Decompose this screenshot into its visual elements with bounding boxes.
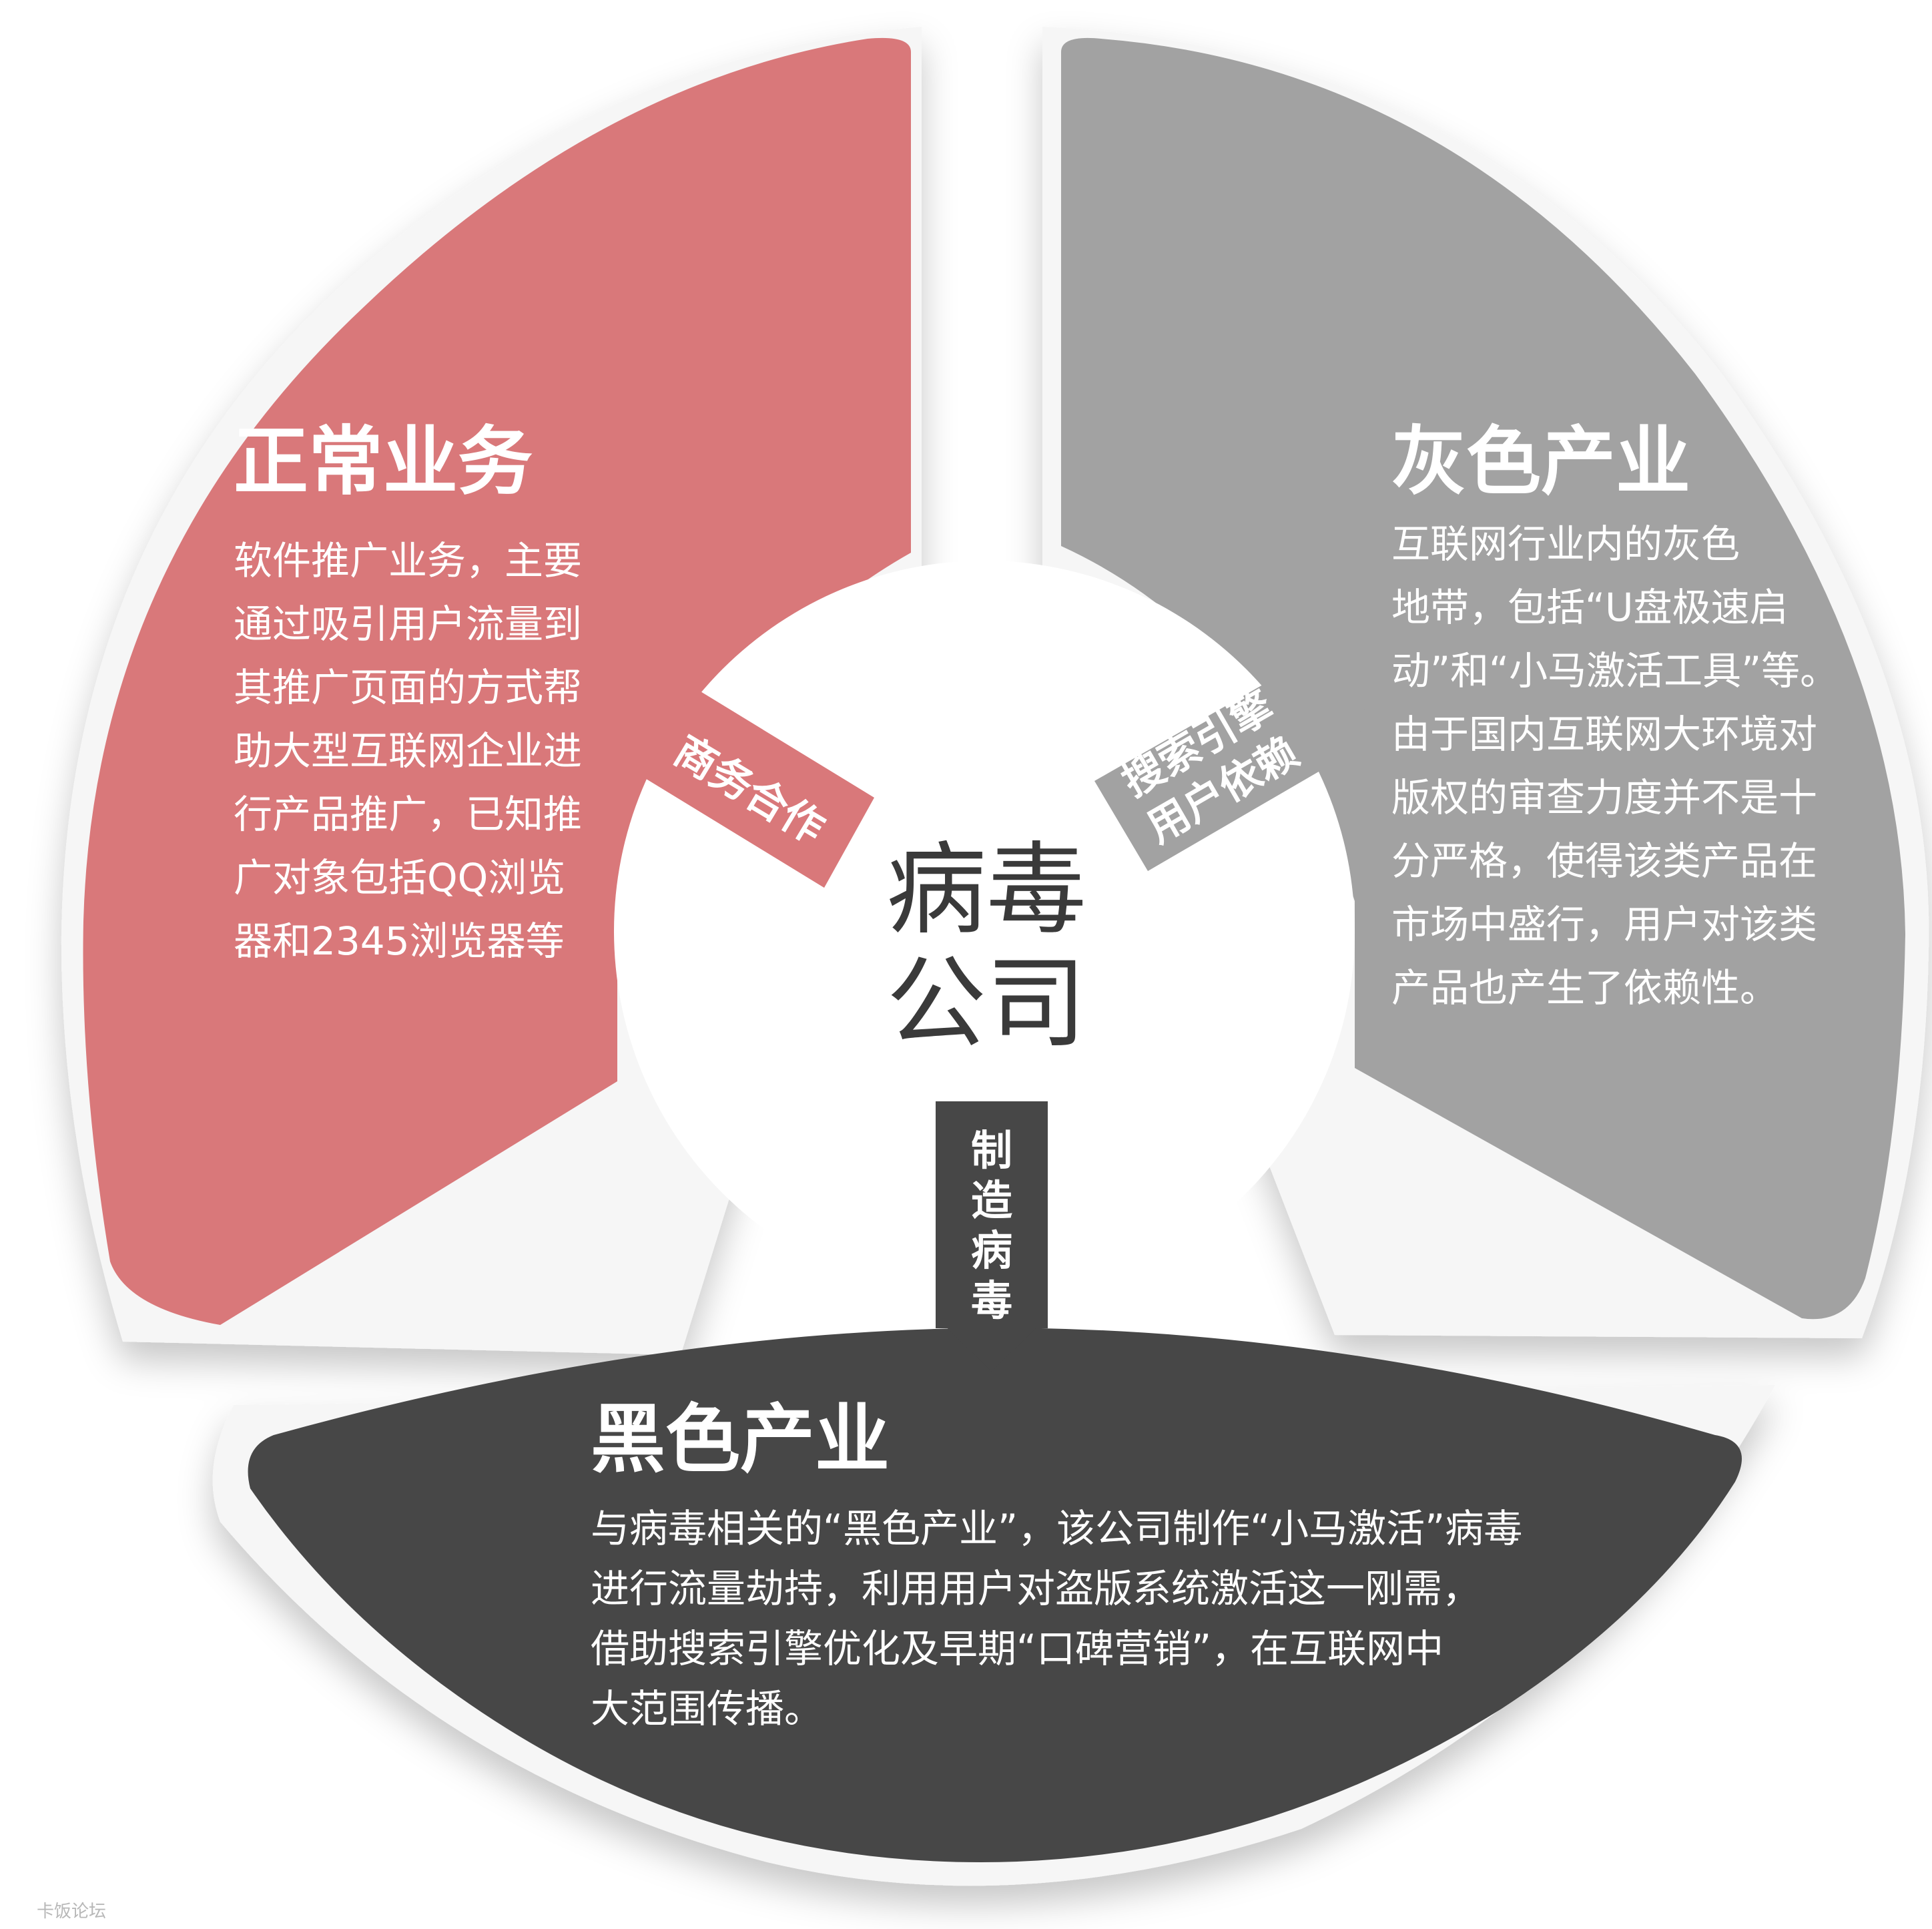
normal-sector-line-6: 广对象包括QQ浏览	[234, 855, 565, 900]
virus-arrow-char-2: 造	[971, 1176, 1012, 1225]
center-label-line1: 病毒	[886, 832, 1086, 948]
normal-sector-title: 正常业务	[234, 419, 533, 505]
watermark: 卡饭论坛	[37, 1902, 106, 1922]
virus-arrow-char-1: 制	[971, 1126, 1012, 1175]
gray-sector-line-1: 互联网行业内的灰色	[1391, 521, 1740, 567]
virus-arrow-head	[948, 1328, 1036, 1372]
virus-arrow-char-3: 病	[971, 1226, 1012, 1275]
gray-sector-line-3: 动”和“小马激活工具”等。	[1391, 648, 1839, 694]
black-industry-sector	[248, 1328, 1742, 1862]
gray-sector-title: 灰色产业	[1391, 419, 1690, 505]
search-arrow-body	[1094, 674, 1331, 871]
normal-sector-line-1: 软件推广业务，主要	[234, 538, 582, 583]
gray-sector-line-8: 产品也产生了依赖性。	[1391, 965, 1779, 1011]
normal-sector-line-7: 器和2345浏览器等	[234, 918, 565, 964]
normal-sector-line-2: 通过吸引用户流量到	[234, 601, 582, 647]
normal-sector-line-5: 行产品推广，已知推	[234, 792, 582, 837]
virus-arrow-char-4: 毒	[971, 1276, 1012, 1325]
normal-business-sector	[83, 37, 911, 1325]
black-sector-line-4: 大范围传播。	[591, 1686, 823, 1731]
normal-sector-line-3: 其推广页面的方式帮	[234, 665, 582, 710]
virus-arrow-body	[936, 1101, 1048, 1328]
normal-sector-line-4: 助大型互联网企业进	[234, 728, 582, 774]
gray-sector-line-5: 版权的审查力度并不是十	[1391, 775, 1817, 820]
business-arrow-body	[644, 687, 874, 888]
gray-sector-line-4: 由于国内互联网大环境对	[1391, 712, 1817, 757]
gray-sector-line-6: 分严格，使得该类产品在	[1391, 838, 1817, 884]
business-arrow-head	[621, 701, 667, 768]
black-sector-title: 黑色产业	[591, 1396, 890, 1483]
make-virus-arrow: 制 造 病 毒	[936, 1101, 1048, 1372]
gray-industry-sector	[1061, 37, 1905, 1320]
black-sector-line-2: 进行流量劫持，利用用户对盗版系统激活这一刚需，	[591, 1566, 1481, 1611]
search-arrow-head	[1305, 661, 1365, 744]
black-sector-line-3: 借助搜索引擎优化及早期“口碑营销”，在互联网中	[591, 1626, 1443, 1671]
gray-sector-line-2: 地带，包括“U盘极速启	[1391, 585, 1789, 630]
black-sector-line-1: 与病毒相关的“黑色产业”，该公司制作“小马激活”病毒	[591, 1506, 1522, 1551]
center-label-line2: 公司	[886, 946, 1086, 1062]
gray-sector-line-7: 市场中盛行，用户对该类	[1391, 902, 1817, 947]
